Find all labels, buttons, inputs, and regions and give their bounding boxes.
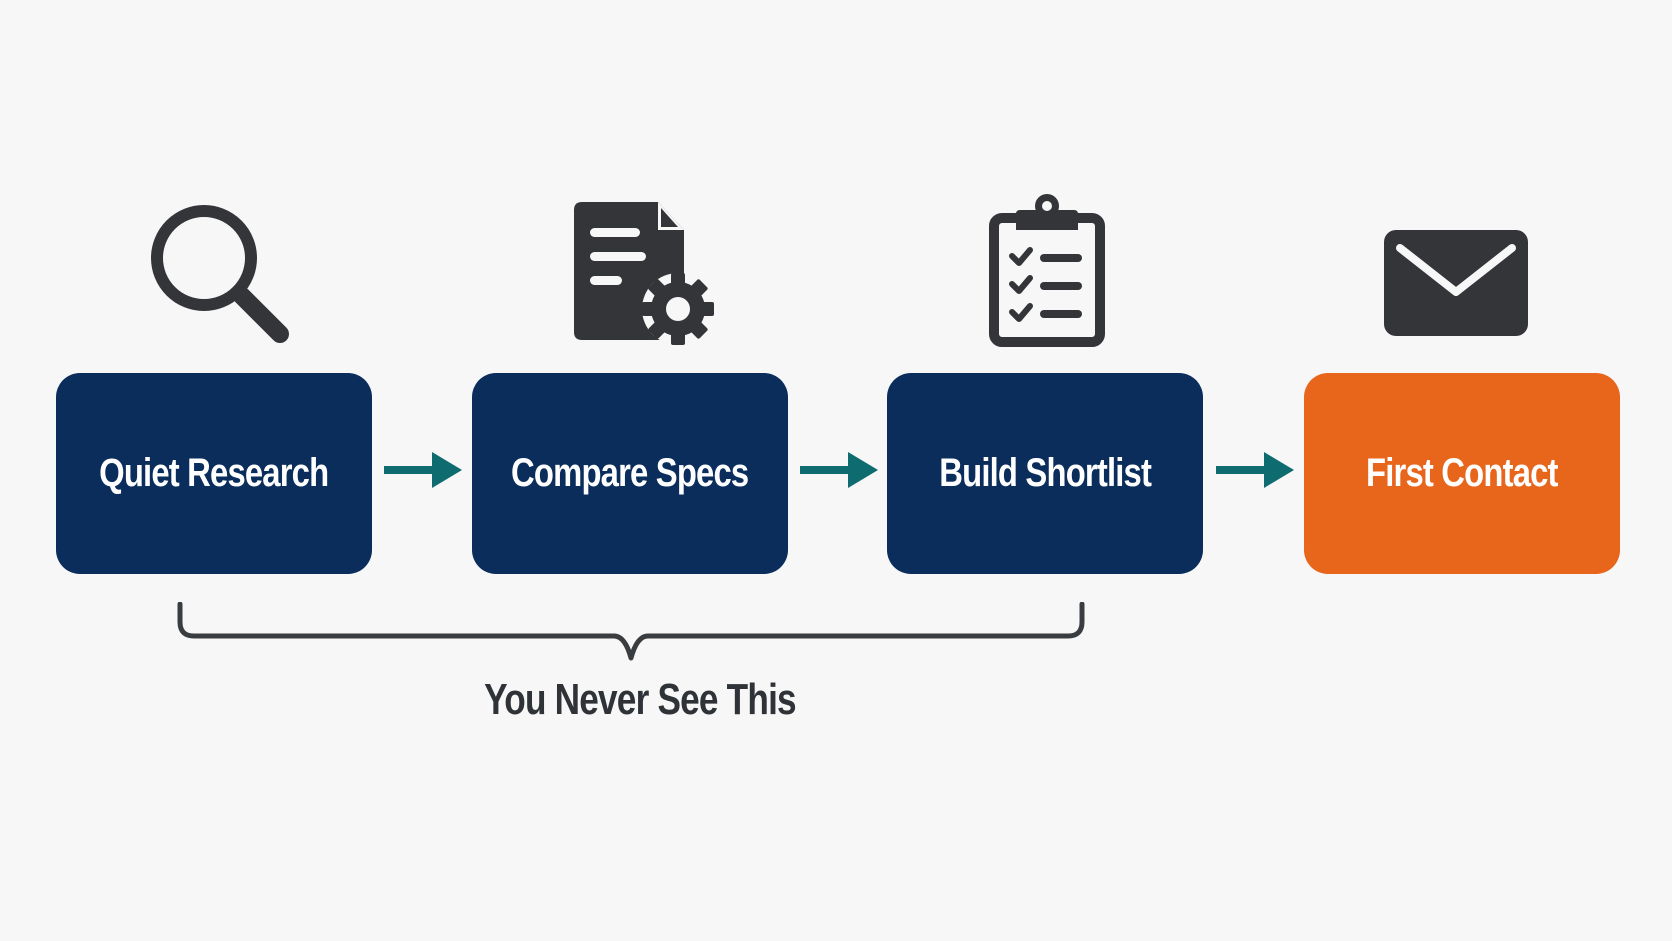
step-label: First Contact bbox=[1366, 451, 1558, 495]
step-first-contact: First Contact bbox=[1304, 373, 1620, 574]
step-compare-specs: Compare Specs bbox=[472, 373, 788, 574]
step-label: Quiet Research bbox=[99, 451, 329, 495]
step-label: Compare Specs bbox=[511, 451, 749, 495]
step-quiet-research: Quiet Research bbox=[56, 373, 372, 574]
arrow-right-icon bbox=[800, 452, 878, 488]
arrow-right-icon bbox=[384, 452, 462, 488]
magnifying-glass-icon bbox=[151, 205, 289, 343]
curly-bracket bbox=[177, 602, 1085, 661]
step-build-shortlist: Build Shortlist bbox=[887, 373, 1203, 574]
envelope-icon bbox=[1384, 230, 1528, 336]
bracket-label: You Never See This bbox=[484, 675, 796, 724]
document-gear-icon bbox=[574, 202, 714, 345]
arrow-right-icon bbox=[1216, 452, 1294, 488]
clipboard-checklist-icon bbox=[989, 194, 1105, 347]
step-label: Build Shortlist bbox=[939, 451, 1152, 495]
